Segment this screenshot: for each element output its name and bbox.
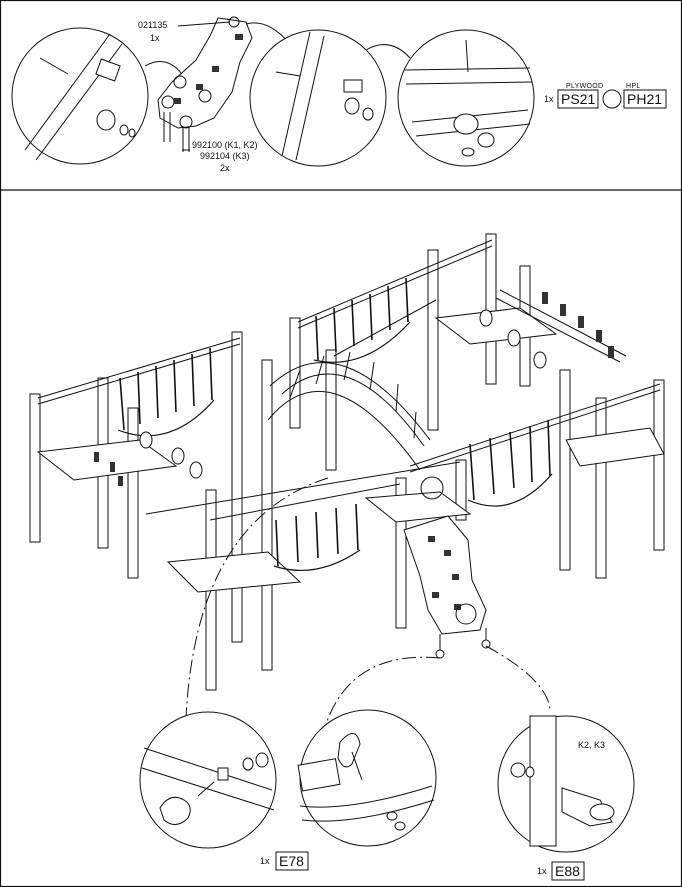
e78-quantity-label: 1x: [260, 856, 270, 866]
e78-code-box: [275, 851, 309, 871]
hpl-label: HPL: [626, 83, 641, 90]
plywood-label: PLYWOOD: [566, 83, 604, 90]
playground-structure: [29, 233, 665, 725]
arched-ladder: [267, 351, 431, 471]
plywood-code: PS21: [561, 91, 596, 107]
rail-climbing-holds: [94, 292, 614, 486]
part-leader-line: [177, 21, 231, 27]
rope-bridge-decks: [117, 321, 553, 572]
climbing-wall-panel-small: [157, 16, 253, 152]
connector-arc-1: [144, 61, 183, 75]
bolt-quantity-label: 2x: [220, 163, 230, 173]
hpl-code-box: [623, 89, 667, 109]
detail-circle-tube-cap: [11, 27, 149, 165]
part-quantity-label: 1x: [150, 33, 160, 43]
part-number-label: 021135: [138, 20, 168, 30]
connector-arc-3: [365, 44, 411, 59]
e88-code: E88: [555, 863, 580, 879]
detail-circle-post-joint: [397, 29, 535, 167]
hpl-code: PH21: [627, 91, 663, 107]
e88-note-label: K2, K3: [578, 740, 606, 750]
platforms: [36, 307, 665, 593]
panel-quantity-label: 1x: [544, 94, 554, 104]
detail-circle-e78-a: [139, 711, 277, 849]
plywood-code-box: [557, 89, 599, 109]
detail-circle-e78-b: [297, 709, 437, 847]
panel-separator-icon: [602, 89, 622, 109]
detail-circle-e88: [497, 715, 635, 853]
detail-circle-bracket: [249, 29, 387, 167]
climbing-wall-panel: [403, 476, 491, 659]
bolt-code-k3: 992104 (K3): [200, 151, 250, 161]
e78-code: E78: [279, 853, 304, 869]
rope-bridges: [119, 277, 551, 567]
bolt-code-k1-k2: 992100 (K1, K2): [192, 140, 258, 150]
callout-leaders: [185, 477, 551, 725]
e88-quantity-label: 1x: [537, 866, 547, 876]
e88-code-box: [551, 861, 585, 881]
hanging-handles: [139, 309, 547, 479]
